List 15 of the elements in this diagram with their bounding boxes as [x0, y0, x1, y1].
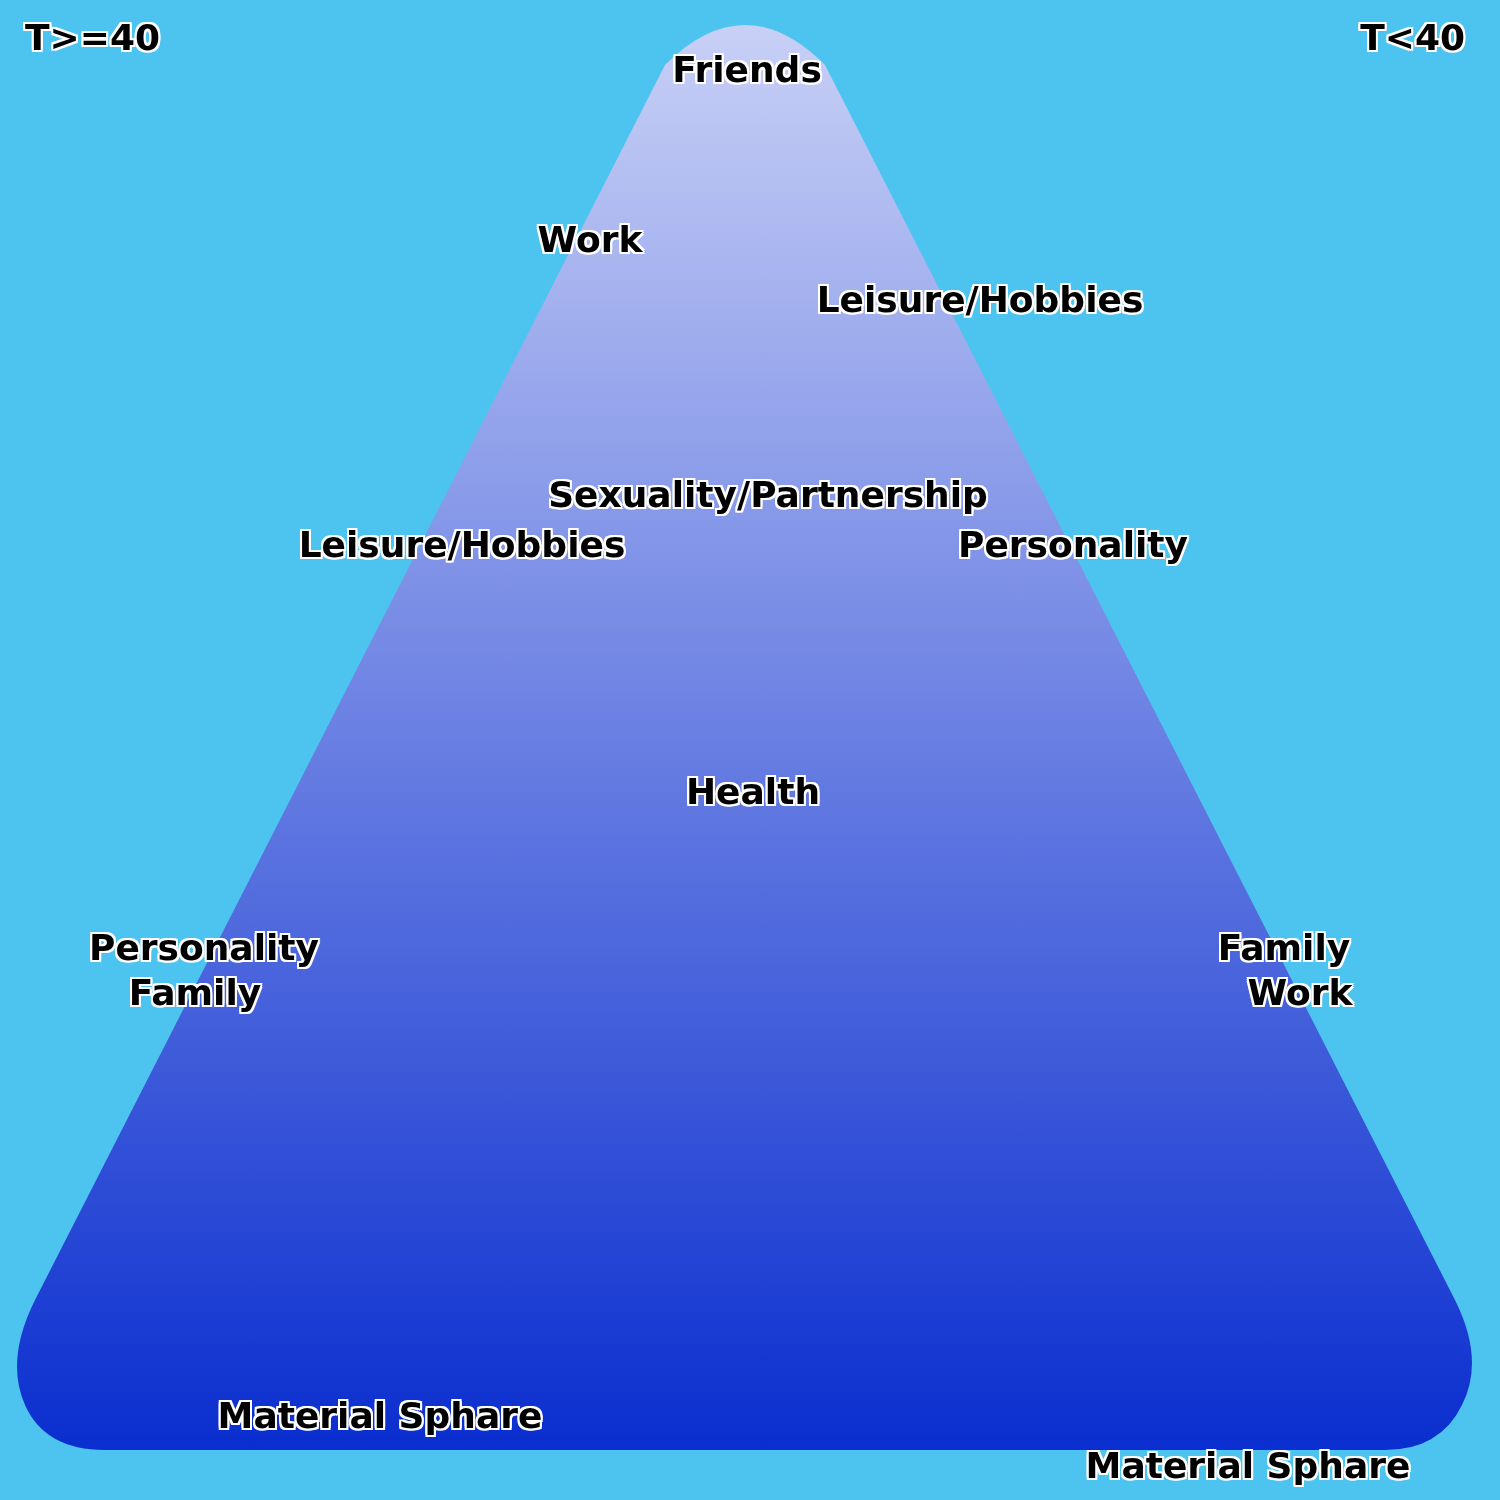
area-label: Health: [686, 772, 820, 812]
area-label: Work: [537, 220, 643, 260]
area-label: Personality: [89, 928, 319, 968]
threshold-label: T>=40: [25, 18, 160, 58]
area-label: Material Sphare: [217, 1396, 543, 1436]
area-label: Family: [128, 973, 262, 1013]
area-label: Family: [1217, 928, 1351, 968]
area-label: Friends: [672, 50, 822, 90]
area-label: Material Sphare: [1085, 1446, 1411, 1486]
area-label: Sexuality/Partnership: [548, 475, 988, 515]
area-label: Personality: [958, 525, 1188, 565]
threshold-label: T<40: [1360, 18, 1465, 58]
area-label: Leisure/Hobbies: [298, 525, 626, 565]
area-label: Leisure/Hobbies: [816, 280, 1144, 320]
area-label: Work: [1247, 973, 1353, 1013]
